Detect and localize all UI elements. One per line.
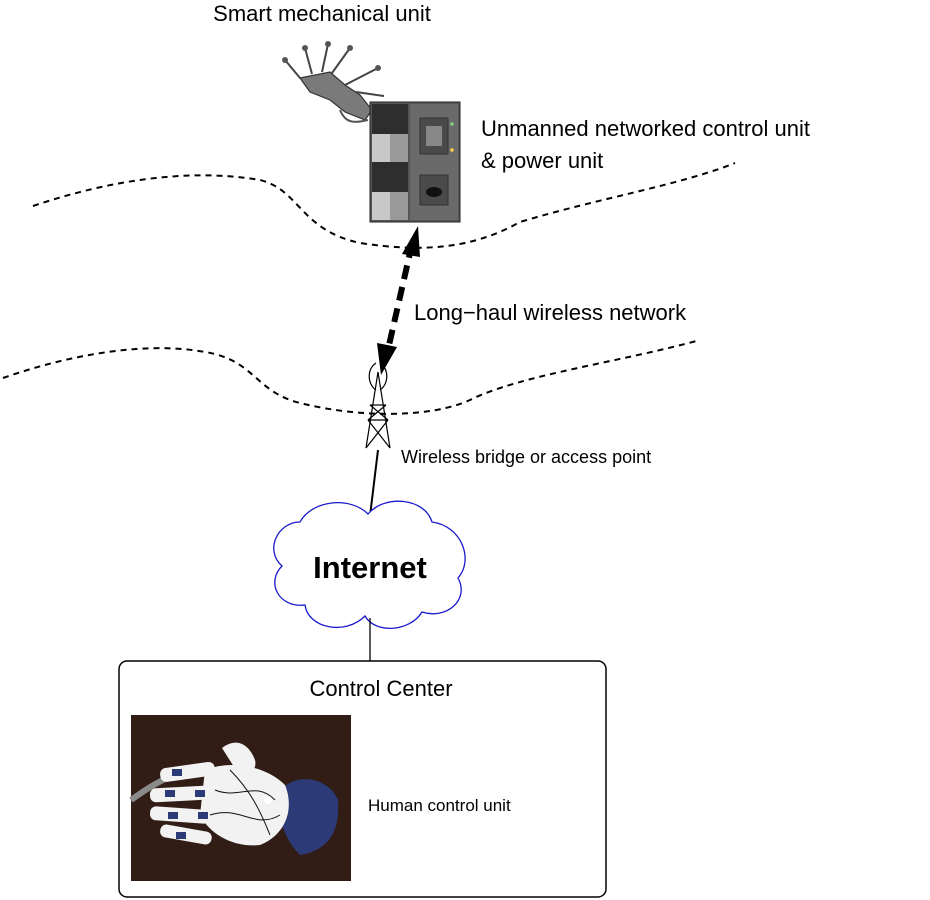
control-center-label: Control Center — [309, 676, 452, 701]
robot-hand-icon — [282, 41, 385, 123]
smart-mechanical-unit-label: Smart mechanical unit — [213, 1, 431, 26]
cloud-icon — [273, 500, 466, 629]
lower-boundary-curve — [2, 339, 701, 415]
tower-to-internet-link — [369, 449, 379, 517]
control-unit-label-line2: & power unit — [481, 148, 603, 173]
long-haul-link — [377, 226, 420, 375]
control-unit-label-line1: Unmanned networked control unit — [481, 116, 810, 141]
internet-label: Internet — [313, 550, 427, 585]
human-control-unit-label: Human control unit — [368, 796, 511, 815]
arrowhead-up-icon — [402, 226, 420, 257]
data-glove-icon — [129, 715, 351, 881]
upper-boundary-curve — [32, 162, 736, 249]
long-haul-label: Long−haul wireless network — [414, 300, 687, 325]
control-rack-icon — [369, 101, 461, 223]
arrowhead-down-icon — [377, 343, 397, 375]
antenna-tower-icon — [365, 362, 391, 449]
wireless-bridge-label: Wireless bridge or access point — [401, 447, 651, 467]
